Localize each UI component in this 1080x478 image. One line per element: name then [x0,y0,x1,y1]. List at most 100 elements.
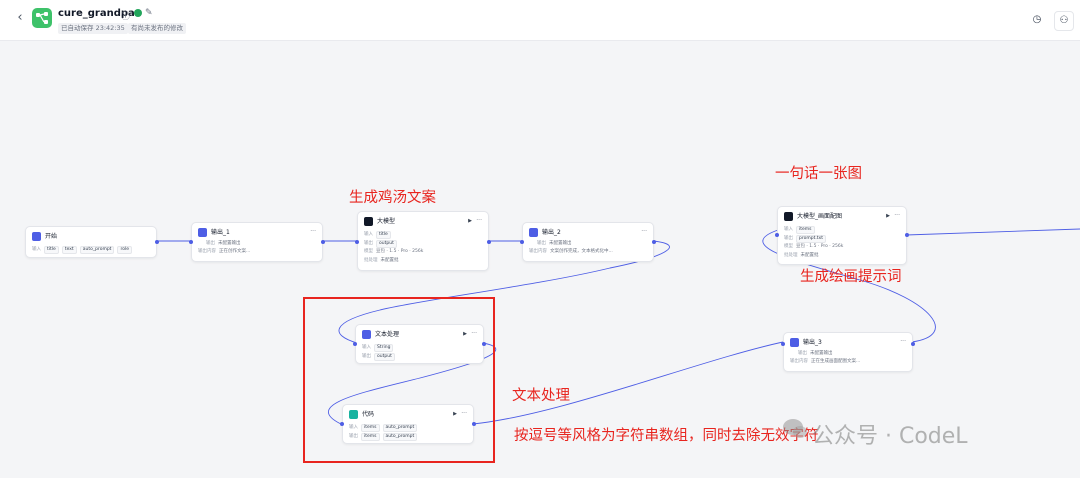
input-label: 输入 [32,247,41,252]
edit-icon[interactable]: ✎ [145,8,153,18]
input-port[interactable] [340,422,344,426]
param-chip: output [376,240,397,248]
model-label: 模型 [364,249,373,254]
param-chip: prompt.txt [796,235,826,243]
llm-node-icon [784,212,793,221]
output-content-value: 正在创作文案... [219,249,251,254]
input-port[interactable] [189,240,193,244]
input-port[interactable] [775,233,779,237]
node-title: 大模型 [377,218,396,225]
input-label: 输入 [349,425,358,430]
output-value: 未配置输出 [549,241,572,246]
text-processing-icon [362,330,371,339]
output-label: 输出 [798,351,807,356]
output-port[interactable] [321,240,325,244]
node-title: 开始 [45,233,58,240]
start-node-icon [32,232,41,241]
output-port[interactable] [652,240,656,244]
output-value: 未配置输出 [218,241,241,246]
param-chip: title [44,246,59,254]
output-port[interactable] [487,240,491,244]
param-chip: role [117,246,132,254]
batch-value: 未配置批 [380,258,399,263]
unpublished-tag: 有尚未发布的修改 [128,23,186,34]
param-chip: String [374,344,394,352]
highlight-box [303,297,495,463]
output-content-label: 输出内容 [529,249,547,254]
more-icon[interactable]: ··· [641,228,647,235]
edge-llm_image-right [905,228,1080,236]
param-chip: items [796,226,815,234]
edge-output3-llm_image [762,229,936,343]
annotation-text-processing: 文本处理 [512,388,570,404]
param-chip: items [361,424,380,432]
history-icon[interactable]: ◷ [1028,11,1046,29]
input-port[interactable] [781,342,785,346]
run-icon[interactable]: ▶ [886,213,890,219]
param-chip: output [374,353,395,361]
top-bar: ‹ cure_grandpa ⓘ ✎ 已自动保存 23:42:35 有尚未发布的… [0,0,1080,41]
run-icon[interactable]: ▶ [463,331,467,337]
more-icon[interactable]: ··· [476,217,482,224]
output-content-label: 输出内容 [790,359,808,364]
output-label: 输出 [206,241,215,246]
more-icon[interactable]: ··· [461,410,467,417]
output-content-value: 文案创作完成，文本格式化中... [550,249,613,254]
input-label: 输入 [362,345,371,350]
check-circle-icon [134,9,142,17]
output-node-icon [529,228,538,237]
node-output-1[interactable]: 输出_1··· 输出未配置输出 输出内容正在创作文案... [189,222,325,262]
more-icon[interactable]: ··· [310,228,316,235]
param-chip: text [61,246,77,254]
model-label: 模型 [784,244,793,249]
output-port[interactable] [905,233,909,237]
output-node-icon [790,338,799,347]
annotation-gen-copy: 生成鸡汤文案 [349,190,436,206]
wechat-logo-icon [782,418,808,440]
output-port[interactable] [911,342,915,346]
output-port[interactable] [482,342,486,346]
input-label: 输入 [364,232,373,237]
param-chip: auto_prompt [382,433,418,441]
param-chip: auto_prompt [79,246,115,254]
param-chip: title [376,231,391,239]
run-icon[interactable]: ▶ [453,411,457,417]
output-label: 输出 [364,241,373,246]
output-label: 输出 [362,354,371,359]
input-port[interactable] [355,240,359,244]
more-icon[interactable]: ··· [900,338,906,345]
node-output-3[interactable]: 输出_3··· 输出未配置输出 输出内容正在生成画面配图文案... [781,332,915,372]
info-icon[interactable]: ⓘ [121,12,131,22]
output-content-value: 正在生成画面配图文案... [811,359,861,364]
output-label: 输出 [349,434,358,439]
back-icon[interactable]: ‹ [17,10,23,25]
input-port[interactable] [353,342,357,346]
more-icon[interactable]: ··· [894,212,900,219]
input-port[interactable] [520,240,524,244]
autosave-tag: 已自动保存 23:42:35 [58,23,128,34]
edge-code-output3 [472,341,784,425]
watermark-text: 公众号 · CodeL [812,424,968,449]
annotation-split-description: 按逗号等风格为字符串数组，同时去除无效字符 [514,428,819,444]
run-icon[interactable]: ▶ [468,218,472,224]
code-node-icon [349,410,358,419]
output-node-icon [198,228,207,237]
batch-label: 批处理 [784,253,798,258]
node-title: 输出_1 [211,229,230,236]
output-port[interactable] [472,422,476,426]
workflow-title: cure_grandpa [58,8,135,19]
more-icon[interactable]: ··· [471,330,477,337]
output-port[interactable] [155,240,159,244]
node-output-2[interactable]: 输出_2 ··· 输出未配置输出 输出内容文案创作完成，文本格式化中... [520,222,656,262]
collaborators-icon[interactable]: ⚇ [1054,11,1074,31]
param-chip: auto_prompt [382,424,418,432]
edge-output2-textproc [338,240,670,344]
node-title: 输出_2 [542,229,561,236]
model-value: 豆包 · 1.5 · Pro · 256k [376,249,424,254]
output-label: 输出 [537,241,546,246]
